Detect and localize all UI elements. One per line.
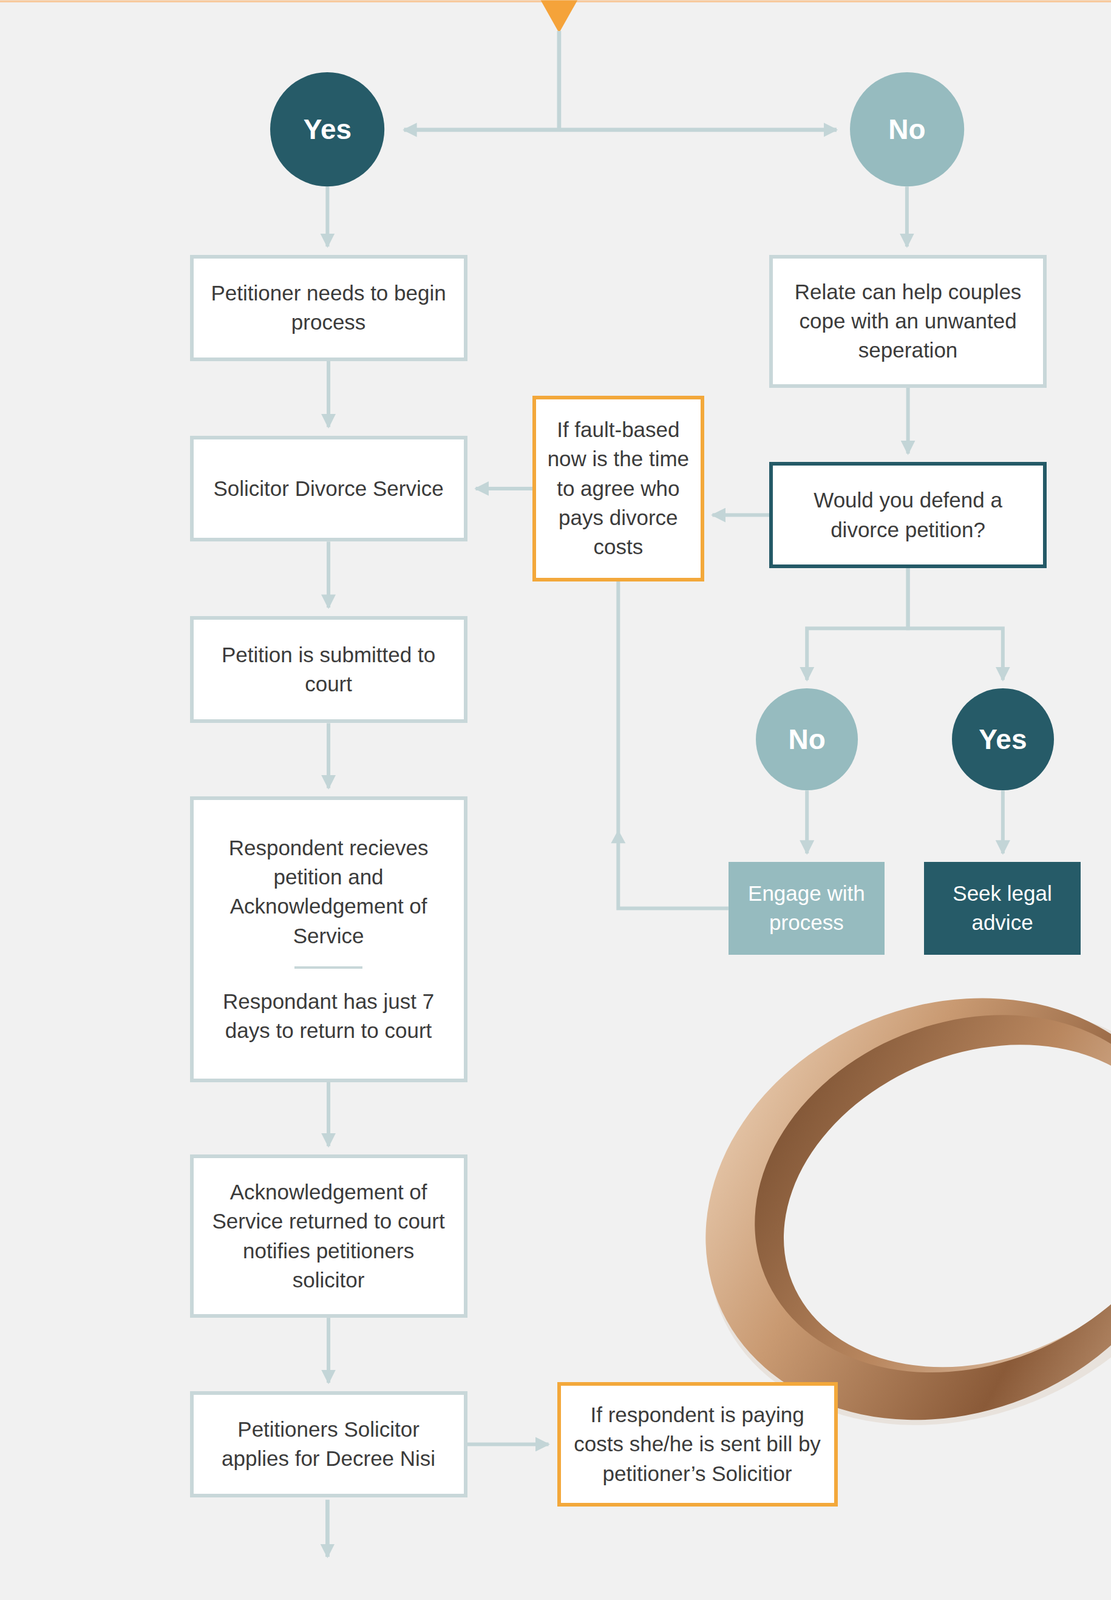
node-text: No <box>888 110 926 149</box>
connector-line <box>326 1082 331 1147</box>
node-text: Relate can help couples cope with an unw… <box>787 277 1029 366</box>
connector <box>1002 790 1003 854</box>
circle-fill <box>951 688 1054 791</box>
connector-line <box>326 361 331 428</box>
node-text: Would you defend a divorce petition? <box>787 485 1029 545</box>
connector <box>328 1318 330 1383</box>
node-text: Respondent recieves petition and Acknowl… <box>208 833 450 951</box>
connector-line <box>806 568 908 680</box>
process-box: Acknowledgement of Service returned to c… <box>190 1154 468 1319</box>
process-box: Petitioner needs to begin process <box>190 254 468 362</box>
connector <box>328 361 330 428</box>
connector <box>328 723 330 789</box>
answer-circle: Yes <box>270 72 385 187</box>
node-text: If fault-based now is the time to agree … <box>543 415 693 562</box>
node-text: If respondent is paying costs she/he is … <box>568 1400 827 1489</box>
connector-line <box>326 723 331 789</box>
node-text: No <box>788 720 826 759</box>
connector-line <box>326 1318 331 1383</box>
connector <box>475 488 534 489</box>
process-box: Petitioners Solicitor applies for Decree… <box>190 1391 468 1498</box>
outcome-box: Seek legal advice <box>924 862 1081 955</box>
arrowhead <box>610 829 626 844</box>
answer-circle: Yes <box>951 688 1054 791</box>
exit-line <box>325 1500 330 1558</box>
node-text: Petitioners Solicitor applies for Decree… <box>208 1415 450 1475</box>
entry-line <box>557 30 562 130</box>
node-text: Respondant has just 7 days to return to … <box>208 950 450 1047</box>
node-text: Petitioner needs to begin process <box>208 278 450 338</box>
circle-fill <box>755 688 858 791</box>
circle-fill <box>849 72 965 187</box>
connector-line <box>618 581 728 909</box>
connector-line <box>908 568 1003 680</box>
entry-triangle <box>540 0 578 34</box>
branch-line <box>403 128 837 133</box>
connector <box>467 1444 549 1445</box>
node-text: Yes <box>303 110 352 149</box>
node-text: Yes <box>978 720 1027 759</box>
connector <box>328 1082 330 1147</box>
node-text: Acknowledgement of Service returned to c… <box>208 1177 450 1295</box>
connector <box>906 186 908 248</box>
connector <box>908 568 1003 680</box>
connector-line <box>325 186 330 248</box>
connector-line <box>905 186 909 248</box>
note-box: If fault-based now is the time to agree … <box>532 395 704 582</box>
node-text: Solicitor Divorce Service <box>213 474 444 504</box>
connector-line <box>1001 790 1005 854</box>
connector-line <box>467 1442 549 1447</box>
connector <box>328 541 330 608</box>
node-text: Seek legal advice <box>928 879 1076 938</box>
circle-fill <box>270 72 385 187</box>
connector <box>907 387 909 455</box>
outcome-box: Engage with process <box>728 862 885 955</box>
connector-line <box>712 513 770 518</box>
connector <box>806 790 808 854</box>
process-box: Respondent recieves petition and Acknowl… <box>190 796 468 1083</box>
answer-circle: No <box>849 72 965 187</box>
connector <box>806 568 908 680</box>
decision-box: Would you defend a divorce petition? <box>769 462 1047 569</box>
connector-line <box>475 486 534 491</box>
note-box: If respondent is paying costs she/he is … <box>557 1382 838 1507</box>
process-box: Relate can help couples cope with an unw… <box>769 254 1047 388</box>
process-box: Petition is submitted to court <box>190 616 468 724</box>
connector <box>610 581 728 909</box>
connector <box>327 186 328 248</box>
node-text: Engage with process <box>733 879 880 938</box>
connector-line <box>805 790 809 854</box>
process-box: Solicitor Divorce Service <box>190 435 468 543</box>
connector <box>712 514 770 516</box>
node-text: Petition is submitted to court <box>208 640 450 700</box>
answer-circle: No <box>755 688 858 791</box>
connector-line <box>906 387 911 455</box>
connector-line <box>326 541 331 608</box>
